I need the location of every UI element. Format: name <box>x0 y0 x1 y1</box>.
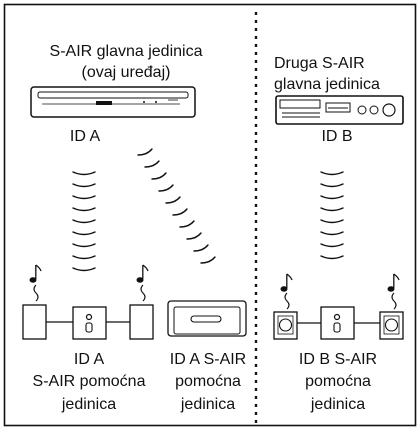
wireless-wave-icon <box>320 171 344 260</box>
diagram-border <box>3 3 417 427</box>
other-main-unit-label: Druga S-AIR <box>274 55 365 72</box>
other-main-unit-icon <box>275 95 404 125</box>
sub-unit-label: S-AIR pomoćna <box>32 373 146 390</box>
other-main-unit-id: ID B <box>321 128 353 145</box>
music-note-icon <box>29 264 42 302</box>
music-note-icon <box>387 273 400 310</box>
wireless-wave-icon <box>137 148 216 264</box>
music-note-icon <box>280 273 293 310</box>
receiver-label-line2: pomoćna <box>175 373 241 390</box>
sub-unit-id: ID A <box>73 351 105 368</box>
main-unit-sublabel: (ovaj uređaj) <box>81 64 171 81</box>
sub-unit-label-line2: jedinica <box>61 396 117 413</box>
main-unit-id: ID A <box>69 128 101 145</box>
other-sub-unit-label: ID B S-AIR <box>298 351 378 368</box>
speaker-icon <box>129 304 154 340</box>
other-sub-unit-label-line2: pomoćna <box>305 373 371 390</box>
receiver-label-line3: jedinica <box>180 396 236 413</box>
sub-unit-icon <box>320 306 355 340</box>
speaker-icon <box>273 311 298 340</box>
music-note-icon <box>136 264 149 302</box>
main-unit-label: S-AIR glavna jedinica <box>49 43 203 60</box>
speaker-icon <box>379 311 404 340</box>
speaker-icon <box>22 304 47 340</box>
main-unit-icon <box>30 86 196 118</box>
other-sub-unit-label-line3: jedinica <box>310 396 366 413</box>
receiver-label: ID A S-AIR <box>169 351 247 368</box>
sub-unit-icon <box>72 306 107 340</box>
other-main-unit-label-line2: glavna jedinica <box>274 76 380 93</box>
surround-amplifier-icon <box>167 300 247 337</box>
wireless-wave-icon <box>72 171 96 272</box>
